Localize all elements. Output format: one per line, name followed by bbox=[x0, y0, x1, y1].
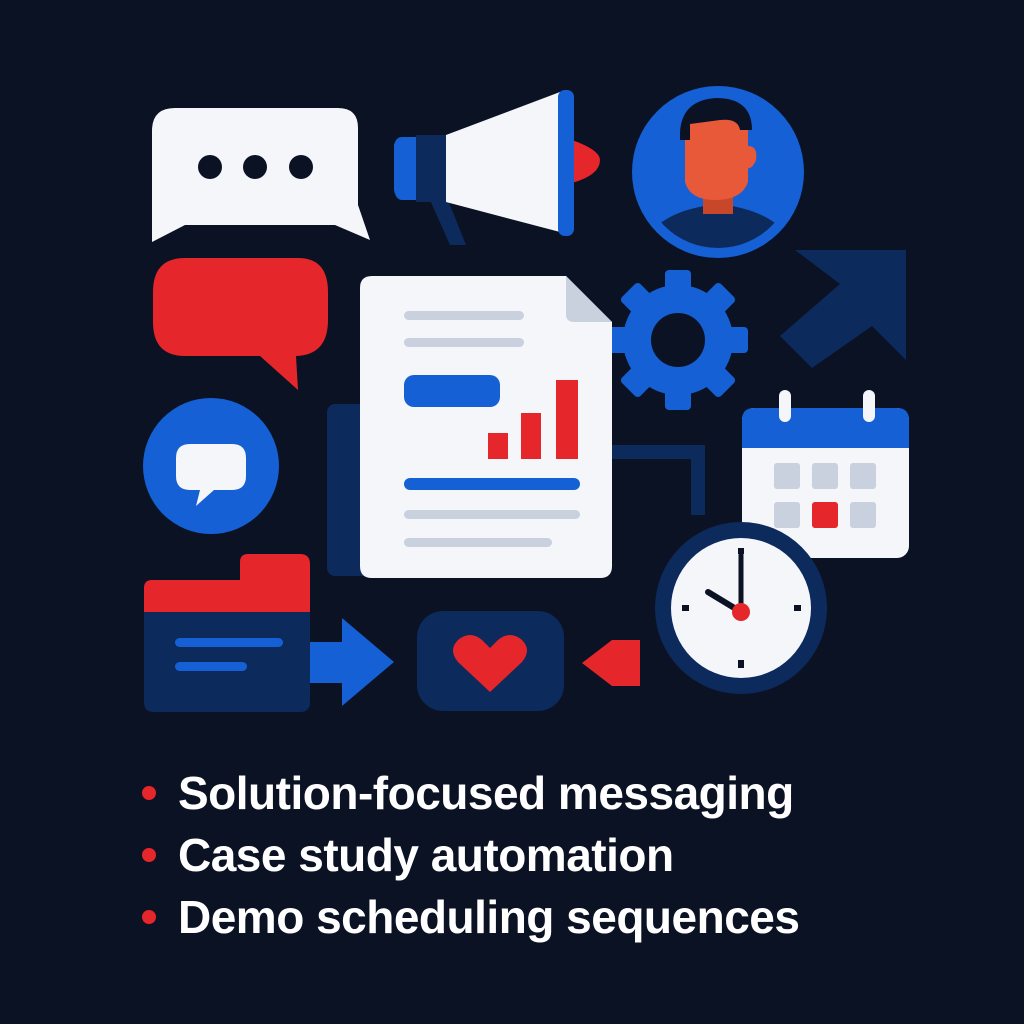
feature-text: Solution-focused messaging bbox=[178, 767, 794, 819]
document-report-icon bbox=[360, 276, 612, 578]
calendar-icon bbox=[742, 390, 909, 558]
chat-bubble-icon bbox=[152, 108, 370, 242]
connector-line bbox=[612, 445, 705, 515]
bullet-dot-icon bbox=[142, 848, 156, 862]
bullet-dot-icon bbox=[142, 786, 156, 800]
clock-icon bbox=[655, 522, 827, 694]
heart-icon bbox=[417, 611, 564, 711]
arrow-right-icon bbox=[310, 618, 394, 706]
feature-item: Case study automation bbox=[142, 824, 799, 886]
chat-circle-icon bbox=[143, 398, 279, 534]
arrow-up-right-icon bbox=[780, 250, 906, 368]
feature-text: Demo scheduling sequences bbox=[178, 891, 800, 943]
illustration bbox=[143, 86, 909, 712]
feature-item: Demo scheduling sequences bbox=[142, 886, 800, 948]
pointer-tag-icon bbox=[582, 640, 640, 686]
feature-list: Solution-focused messaging Case study au… bbox=[142, 762, 800, 948]
feature-item: Solution-focused messaging bbox=[142, 762, 799, 824]
megaphone-icon bbox=[394, 90, 600, 245]
gear-icon bbox=[608, 270, 748, 410]
folder-icon bbox=[144, 554, 310, 712]
user-avatar-icon bbox=[632, 86, 804, 258]
speech-bubble-icon bbox=[153, 258, 328, 390]
feature-text: Case study automation bbox=[178, 829, 674, 881]
bullet-dot-icon bbox=[142, 910, 156, 924]
